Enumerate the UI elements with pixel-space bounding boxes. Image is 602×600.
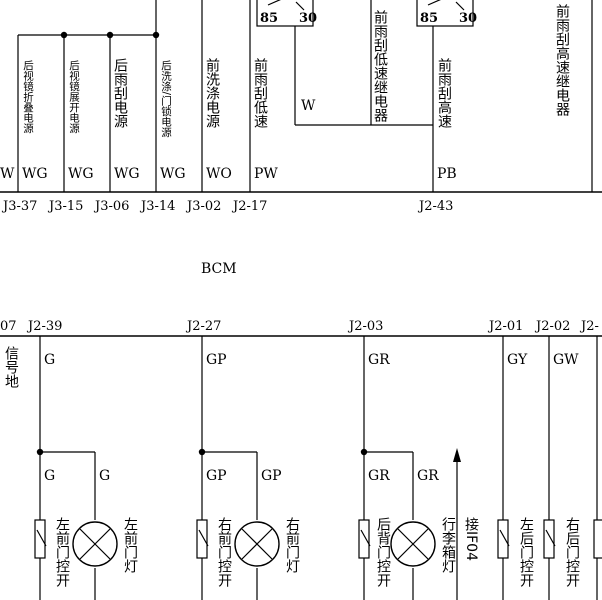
desc-rear-washer-tailgate-lock-power: 后洗涤/门锁电源	[160, 60, 172, 138]
relay-wire-color: W	[301, 98, 316, 114]
relay-left: 85 30	[256, 0, 317, 27]
desc-trunk-lamp: 行李箱灯	[440, 517, 456, 574]
door-switch-partial	[593, 519, 602, 559]
wire-color-label: GW	[553, 352, 579, 368]
connector-pin-label: J3-02	[185, 199, 221, 214]
wire-color-label: WO	[206, 166, 232, 182]
desc-front-wiper-high: 前雨刮高速	[436, 57, 452, 129]
connector-pin-label: J2-01	[487, 319, 523, 334]
wire-color-label: G	[99, 468, 110, 484]
wire-color-label: PB	[437, 166, 457, 182]
connector-pin-label: J2-02	[534, 319, 570, 334]
desc-front-wiper-low: 前雨刮低速	[252, 57, 268, 129]
relay-pin-85: 85	[420, 11, 438, 26]
desc-front-wiper-low-relay: 前雨刮低速继电器	[372, 9, 388, 122]
wire-color-label: GP	[206, 468, 227, 484]
door-switch-lr	[497, 519, 510, 559]
connector-pin-label: J3-06	[93, 199, 129, 214]
desc-lr-door-switch: 左后门控开	[518, 517, 534, 587]
desc-rf-door-lamp: 右前门灯	[284, 517, 300, 574]
door-switch-lf	[34, 519, 47, 559]
desc-rf-door-switch: 右前门控开	[216, 517, 232, 587]
desc-rear-wiper-power: 后雨刮电源	[112, 58, 128, 128]
connector-pin-label: J2-	[579, 319, 599, 334]
desc-rear-door-switch: 后背门控开	[375, 517, 391, 587]
door-switch-rr	[543, 519, 556, 559]
signal-ground-label: 信号地	[3, 346, 19, 388]
connector-pin-label: J3-37	[1, 199, 37, 214]
connector-pin-label: J2-03	[347, 319, 383, 334]
wire-color-label: GR	[368, 352, 390, 368]
relay-pin-85: 85	[260, 11, 278, 26]
wire-color-label: GY	[507, 352, 528, 368]
desc-front-washer-power: 前洗涤电源	[204, 57, 220, 128]
desc-rr-door-switch: 右后门控开	[564, 517, 580, 587]
connector-pin-label: J3-14	[139, 199, 175, 214]
desc-connect-if04: 接IF04	[463, 516, 479, 561]
wire-color-label: GR	[368, 468, 390, 484]
desc-rear-mirror-fold-power: 后视镜折叠电源	[22, 60, 34, 134]
wire-color-label: GP	[261, 468, 282, 484]
wire-color-label: GP	[206, 352, 227, 368]
door-switch-tailgate	[358, 519, 371, 559]
wire-color-label: G	[44, 468, 55, 484]
relay-pin-30: 30	[459, 11, 477, 26]
connector-pin-label: J2-43	[417, 199, 453, 214]
arrow-up-icon	[453, 448, 461, 600]
connector-pin-label: J3-15	[47, 199, 83, 214]
connector-pin-label: J2-39	[26, 319, 62, 334]
desc-lf-door-lamp: 左前门灯	[122, 517, 138, 574]
door-switch-rf	[196, 519, 209, 559]
lamp-icon	[72, 521, 118, 567]
relay-right: 85 30	[416, 0, 477, 27]
lamp-icon	[234, 521, 280, 567]
wire-color-label: GR	[417, 468, 439, 484]
wire-color-label: WG	[160, 166, 186, 182]
desc-rear-mirror-unfold-power: 后视镜展开电源	[68, 60, 80, 134]
wire-color-label: WG	[22, 166, 48, 182]
desc-front-wiper-high-relay: 前雨刮高速继电器	[554, 3, 570, 116]
wire-color-label: PW	[254, 166, 278, 182]
desc-lf-door-switch: 左前门控开	[54, 517, 70, 587]
relay-pin-30: 30	[299, 11, 317, 26]
module-label: BCM	[201, 261, 237, 277]
lamp-icon	[390, 521, 436, 567]
upper-section: 85 30 W 85 30 后视镜折叠电源 后视镜展开电源 后雨刮电源 后洗涤/…	[0, 0, 602, 214]
connector-pin-label: 07	[0, 319, 17, 334]
wire-color-label: G	[44, 352, 55, 368]
wire-color-label: WG	[68, 166, 94, 182]
connector-pin-label: J2-17	[231, 199, 267, 214]
connector-pin-label: J2-27	[185, 319, 221, 334]
wire-color-label: W	[0, 166, 15, 182]
wire-color-label: WG	[114, 166, 140, 182]
lower-section: 07 J2-39 J2-27 J2-03 J2-01 J2-02 J2- 信号地…	[0, 319, 602, 600]
